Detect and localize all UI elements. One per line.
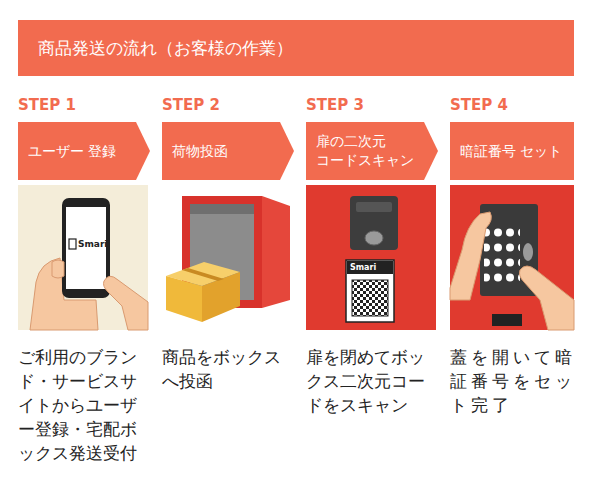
right-finger [520,266,575,330]
step-arrow-shape [306,122,438,180]
locker-inside-top [190,204,254,214]
keypad-knob [523,243,533,261]
left-thumb [52,260,64,278]
step1-ground [18,185,148,330]
step-description: 扉を閉めてボックス二次元コードをスキャン [306,345,436,417]
step-title: 暗証番号 セット [460,142,568,161]
step-arrow-shape [450,122,574,180]
sticker-strip [347,261,393,274]
step-node: STEP 4 暗証番号 セット [450,95,574,180]
step-arrow-shape [162,122,294,180]
title: 商品発送の流れ（お客様の作業） [18,20,574,76]
lock-panel [350,196,398,250]
step-number: STEP 3 [306,95,438,115]
logo-icon [69,239,76,249]
right-finger [104,276,149,330]
step-node: STEP 1 ユーザー 登録 [18,95,150,180]
step-number: STEP 1 [18,95,150,115]
qr-sticker [346,260,394,322]
phone-body [62,198,110,298]
step-title: 荷物投函 [172,142,274,161]
step-title: ユーザー 登録 [28,142,130,161]
lock-knob [365,231,383,245]
locker-door [262,196,290,308]
qr-code [352,280,388,316]
lock-slot [356,202,392,212]
parcel-front [166,276,202,322]
step-title: 扉の二次元 コードスキャン [316,132,418,170]
step4-ground [450,185,574,330]
step-description: 商品をボックスへ投函 [162,345,292,393]
step-node: STEP 3 扉の二次元 コードスキャン [306,95,438,180]
step3-ground [306,185,436,330]
parcel-tape [182,268,224,281]
step-description: 蓋を開いて暗証番号をセット完了 [450,345,578,417]
left-hand [450,212,491,300]
step-description: ご利用のブランド・サービスサイトからユーザー登録・宅配ボックス発送受付 [18,345,148,465]
keypad-keys [484,222,520,282]
title-band: 商品発送の流れ（お客様の作業） [18,20,574,76]
step-number: STEP 4 [450,95,574,115]
step-node: STEP 2 荷物投函 [162,95,294,180]
step-arrow [306,122,438,180]
step-number: STEP 2 [162,95,294,115]
step2-ground [162,185,292,330]
bottom-logo [492,314,522,326]
sticker-logo: Smari [350,262,390,273]
phone-logo: Smari [78,238,108,250]
step-arrow-shape [18,122,150,180]
